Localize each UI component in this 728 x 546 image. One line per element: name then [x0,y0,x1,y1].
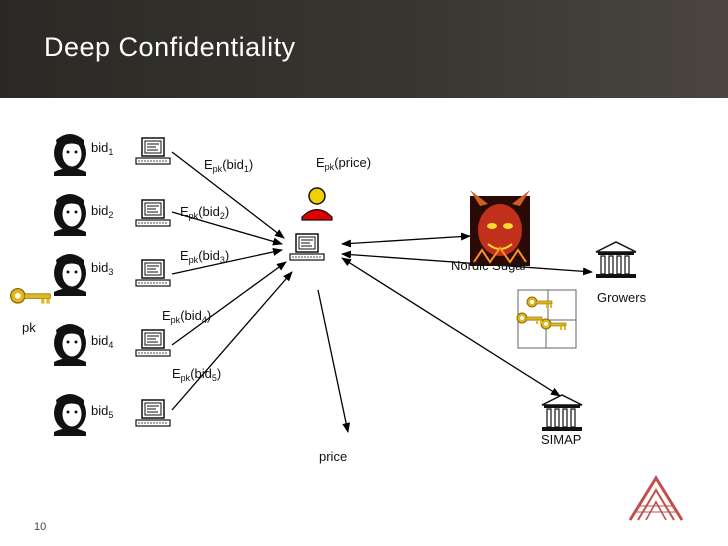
price-arrow [317,289,351,433]
simap-bank-icon [541,394,583,432]
bidder-4-label: bid4 [91,333,114,350]
encrypted-bid-2-label: Epk(bid2) [180,204,230,221]
party-arrows [341,232,593,397]
bidder-5-computer-icon [135,399,171,427]
bidder-3-computer-icon [135,259,171,287]
bidder-3-avatar [53,253,87,297]
bid-arrows [171,151,293,411]
bidder-2-computer-icon [135,199,171,227]
growers-label: Growers [597,290,647,305]
bidder-3-label: bid3 [91,260,114,277]
growers-bank-icon [595,241,637,279]
encrypted-bid-4-label: Epk(bid4) [162,308,212,325]
slide-title: Deep Confidentiality [44,32,296,62]
bidder-2-avatar [53,193,87,237]
bidder-5-avatar [53,393,87,437]
bidder-4-computer-icon [135,329,171,357]
slide-number: 10 [34,521,47,533]
encrypted-bid-1-label: Epk(bid1) [204,157,254,174]
bidder-1-avatar [53,133,87,177]
bidder-1-label: bid1 [91,140,114,157]
bidder-4-avatar [53,323,87,367]
nordic-sugar-label: Nordic Sugar [451,258,527,273]
auctioneer-icon [301,187,333,221]
price-label: price [319,449,348,464]
encrypted-price-label: Epk(price) [316,155,372,172]
encrypted-bid-3-label: Epk(bid3) [180,248,230,265]
pk-label: pk [22,320,36,335]
bidder-1-computer-icon [135,137,171,165]
nordic-sugar-image [470,190,530,266]
pk-key-icon [10,288,51,304]
bidder-2-label: bid2 [91,203,114,220]
bidder-5-label: bid5 [91,403,114,420]
server-computer-icon [289,233,325,261]
simap-label: SIMAP [541,432,582,447]
alexandra-logo-icon [628,475,684,521]
encrypted-bid-5-label: Epk(bid5) [172,366,222,383]
title-bar [0,0,728,98]
key-shares-image [516,289,577,349]
